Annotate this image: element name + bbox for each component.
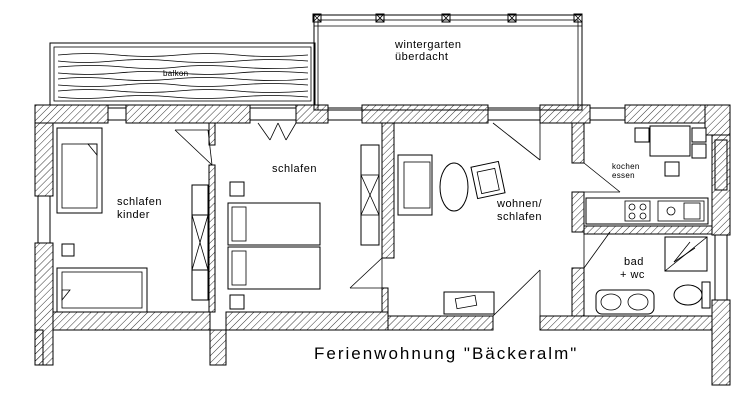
windows bbox=[37, 107, 728, 301]
plan-title: Ferienwohnung "Bäckeralm" bbox=[314, 344, 578, 363]
walls bbox=[34, 104, 731, 386]
doors bbox=[174, 122, 621, 317]
bathroom-furniture bbox=[595, 236, 711, 315]
label-schlafen: schlafen bbox=[272, 163, 317, 175]
label-kochen: kochen bbox=[612, 162, 640, 171]
label-balkon: balkon bbox=[163, 69, 188, 78]
label-wc: + wc bbox=[620, 269, 645, 281]
label-essen: essen bbox=[612, 171, 635, 180]
kinder-furniture bbox=[56, 127, 209, 313]
wohnen-furniture bbox=[397, 154, 506, 315]
label-wohnen-1: wohnen/ bbox=[496, 198, 543, 210]
label-wohnen-2: schlafen bbox=[497, 211, 542, 223]
schlafen-furniture bbox=[227, 144, 380, 310]
label-schlafen-kinder-2: kinder bbox=[117, 209, 150, 221]
label-bad: bad bbox=[624, 256, 644, 268]
label-schlafen-kinder-1: schlafen bbox=[117, 196, 162, 208]
label-wintergarten: wintergarten bbox=[394, 39, 462, 51]
label-ueberdacht: überdacht bbox=[395, 51, 448, 63]
kitchen-furniture bbox=[585, 125, 709, 225]
